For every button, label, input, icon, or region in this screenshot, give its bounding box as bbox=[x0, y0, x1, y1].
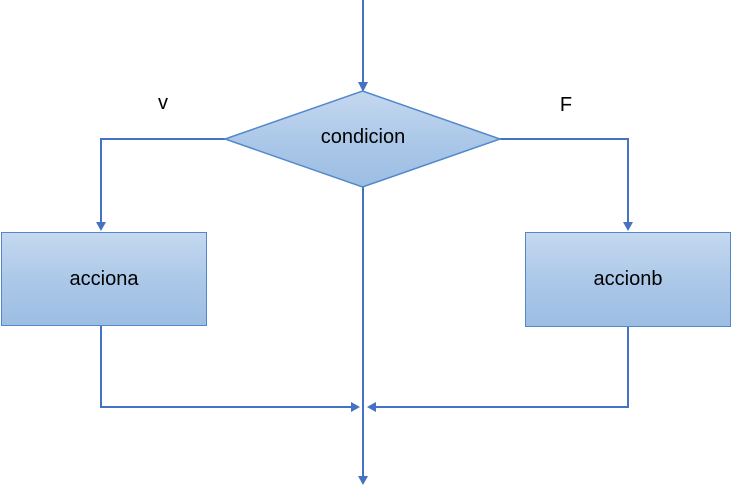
connector-return-a bbox=[100, 326, 352, 408]
action-a-label: acciona bbox=[69, 267, 139, 290]
arrowhead-true-down-icon bbox=[96, 222, 106, 231]
arrowhead-merge-right-icon bbox=[351, 402, 360, 412]
decision-label: condicion bbox=[320, 126, 406, 148]
arrowhead-exit-down-icon bbox=[358, 476, 368, 485]
action-b-label: accionb bbox=[593, 268, 663, 290]
arrowhead-entry-down-icon bbox=[358, 82, 368, 92]
arrowhead-merge-left-icon bbox=[367, 402, 376, 412]
connector-true-branch bbox=[100, 138, 225, 223]
action-box-a: acciona bbox=[1, 232, 207, 326]
arrowhead-false-down-icon bbox=[623, 222, 633, 231]
connector-return-b bbox=[375, 327, 629, 408]
connector-false-branch bbox=[500, 138, 629, 223]
decision-diamond bbox=[222, 90, 503, 188]
branch-true-label: v bbox=[158, 92, 168, 114]
action-box-b: accionb bbox=[525, 232, 731, 327]
branch-false-label: F bbox=[559, 94, 573, 116]
